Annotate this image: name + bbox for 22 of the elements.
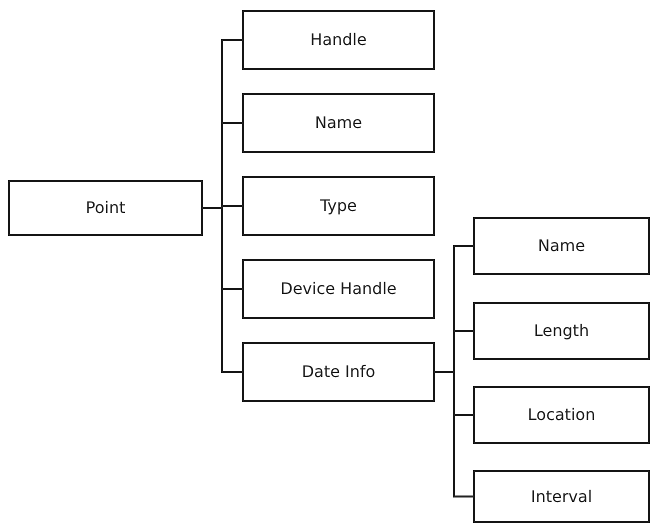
- box-label: Interval: [530, 486, 592, 508]
- box: [473, 302, 650, 360]
- box: [473, 217, 650, 275]
- box: [242, 259, 435, 319]
- box-label: Point: [86, 197, 126, 219]
- box: [242, 176, 435, 236]
- box-label: Device Handle: [280, 278, 397, 300]
- connector-line: [435, 371, 473, 498]
- box: [242, 10, 435, 70]
- box: [242, 342, 435, 402]
- box: [8, 180, 203, 236]
- box: [242, 93, 435, 153]
- box: [473, 386, 650, 444]
- box-label: Location: [528, 404, 596, 426]
- box-label: Date Info: [302, 361, 376, 383]
- connector-line: [203, 207, 242, 373]
- box-label: Handle: [310, 29, 367, 51]
- box-label: Type: [320, 195, 357, 217]
- box: [473, 470, 650, 523]
- box-label: Length: [534, 320, 590, 342]
- box-label: Name: [538, 235, 586, 257]
- box-label: Name: [314, 112, 362, 134]
